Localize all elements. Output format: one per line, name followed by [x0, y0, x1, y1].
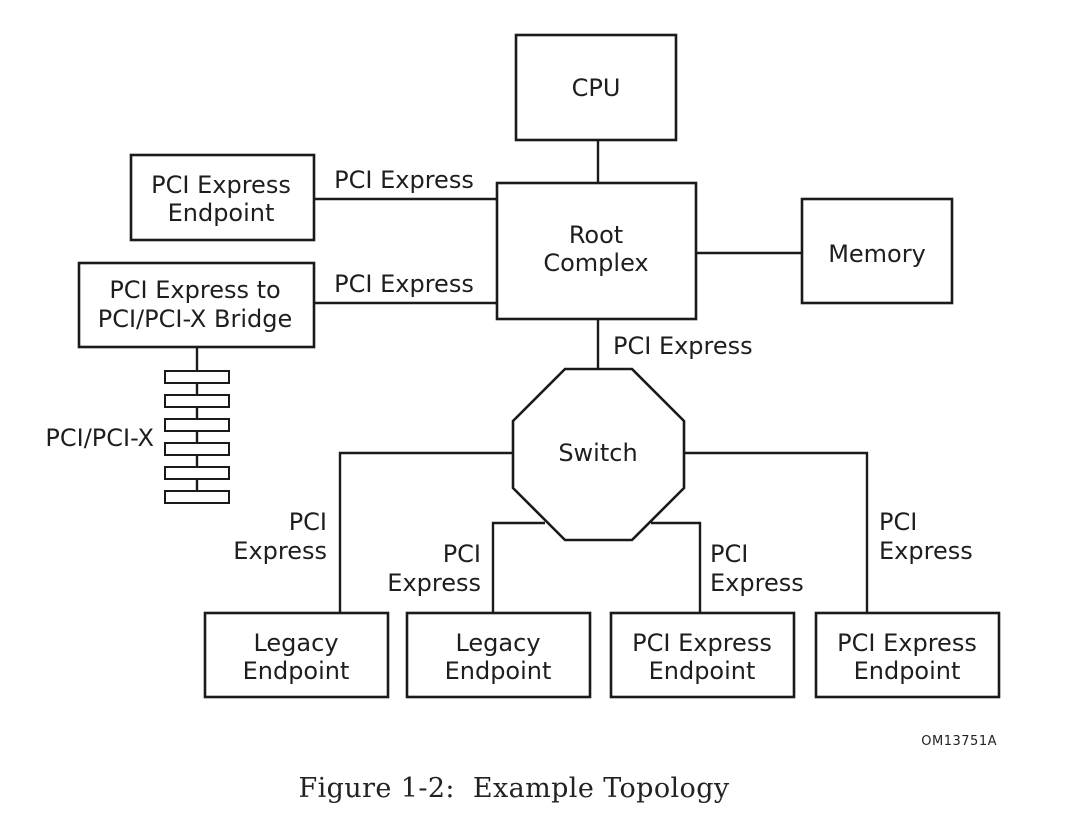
cpu-node: CPU [514, 33, 678, 142]
link-label-endpoint-root: PCI Express [334, 166, 474, 194]
wire-switch-legacy-1 [338, 451, 513, 613]
legacy-endpoint-1-box [203, 611, 390, 699]
legacy-endpoint-2-node: Legacy Endpoint [405, 611, 592, 699]
wire-switch-pcie-3 [651, 521, 702, 613]
link-label-legacy-2-line1: PCI [443, 540, 481, 568]
wire-switch-legacy-2 [491, 521, 545, 613]
bridge-label-line2: PCI/PCI-X Bridge [98, 305, 292, 333]
legacy-endpoint-1-label-line1: Legacy [253, 629, 338, 657]
legacy-endpoint-1-label-line2: Endpoint [243, 657, 350, 685]
pci-slot [164, 466, 230, 480]
link-label-pcie-4-line2: Express [879, 537, 973, 565]
wire-switch-pcie-4 [684, 451, 869, 613]
memory-label: Memory [828, 240, 926, 268]
legacy-endpoint-2-label-line2: Endpoint [445, 657, 552, 685]
pcie-endpoint-4-node: PCI Express Endpoint [814, 611, 1001, 699]
link-label-pcie-3-line1: PCI [710, 540, 748, 568]
pcie-endpoint-4-label-line1: PCI Express [837, 629, 977, 657]
link-label-bridge-root: PCI Express [334, 270, 474, 298]
pcie-endpoint-3-node: PCI Express Endpoint [609, 611, 796, 699]
link-label-root-switch: PCI Express [613, 332, 753, 360]
pci-slot [164, 490, 230, 504]
pci-slot [164, 442, 230, 456]
bridge-label-line1: PCI Express to [109, 276, 280, 304]
switch-octagon [511, 367, 686, 542]
root-complex-label-line1: Root [569, 221, 623, 249]
link-label-legacy-2-line2: Express [387, 569, 481, 597]
root-complex-box [495, 181, 698, 321]
pci-slot [164, 418, 230, 432]
pci-slot [164, 370, 230, 384]
link-label-legacy-1-line2: Express [233, 537, 327, 565]
cpu-box [514, 33, 678, 142]
pcie-endpoint-top-left-node: PCI Express Endpoint [129, 153, 316, 242]
figure-code: OM13751A [921, 734, 997, 749]
root-complex-node: Root Complex [495, 181, 698, 321]
memory-box [800, 197, 954, 305]
legacy-endpoint-2-label-line1: Legacy [455, 629, 540, 657]
pcie-endpoint-4-label-line2: Endpoint [854, 657, 961, 685]
pcie-endpoint-top-left-label-line2: Endpoint [168, 199, 275, 227]
pcie-endpoint-top-left-box [129, 153, 316, 242]
link-label-legacy-1-line1: PCI [289, 508, 327, 536]
pcie-endpoint-4-box [814, 611, 1001, 699]
memory-node: Memory [800, 197, 954, 305]
pcie-endpoint-top-left-label-line1: PCI Express [151, 171, 291, 199]
pcie-endpoint-3-label-line2: Endpoint [649, 657, 756, 685]
pcie-endpoint-3-label-line1: PCI Express [632, 629, 772, 657]
switch-label: Switch [558, 439, 637, 467]
link-label-pcie-3-line2: Express [710, 569, 804, 597]
pci-slot [164, 394, 230, 408]
switch-node: Switch [511, 367, 686, 542]
link-label-pcie-4-line1: PCI [879, 508, 917, 536]
bridge-box [77, 261, 316, 349]
root-complex-label-line2: Complex [543, 249, 648, 277]
cpu-label: CPU [572, 74, 621, 102]
bridge-node: PCI Express to PCI/PCI-X Bridge [77, 261, 316, 349]
figure-caption: Figure 1-2: Example Topology [298, 773, 729, 804]
pci-slot-stack [164, 370, 230, 504]
legacy-endpoint-1-node: Legacy Endpoint [203, 611, 390, 699]
pcie-endpoint-3-box [609, 611, 796, 699]
legacy-endpoint-2-box [405, 611, 592, 699]
pci-bus-label: PCI/PCI-X [45, 424, 154, 452]
